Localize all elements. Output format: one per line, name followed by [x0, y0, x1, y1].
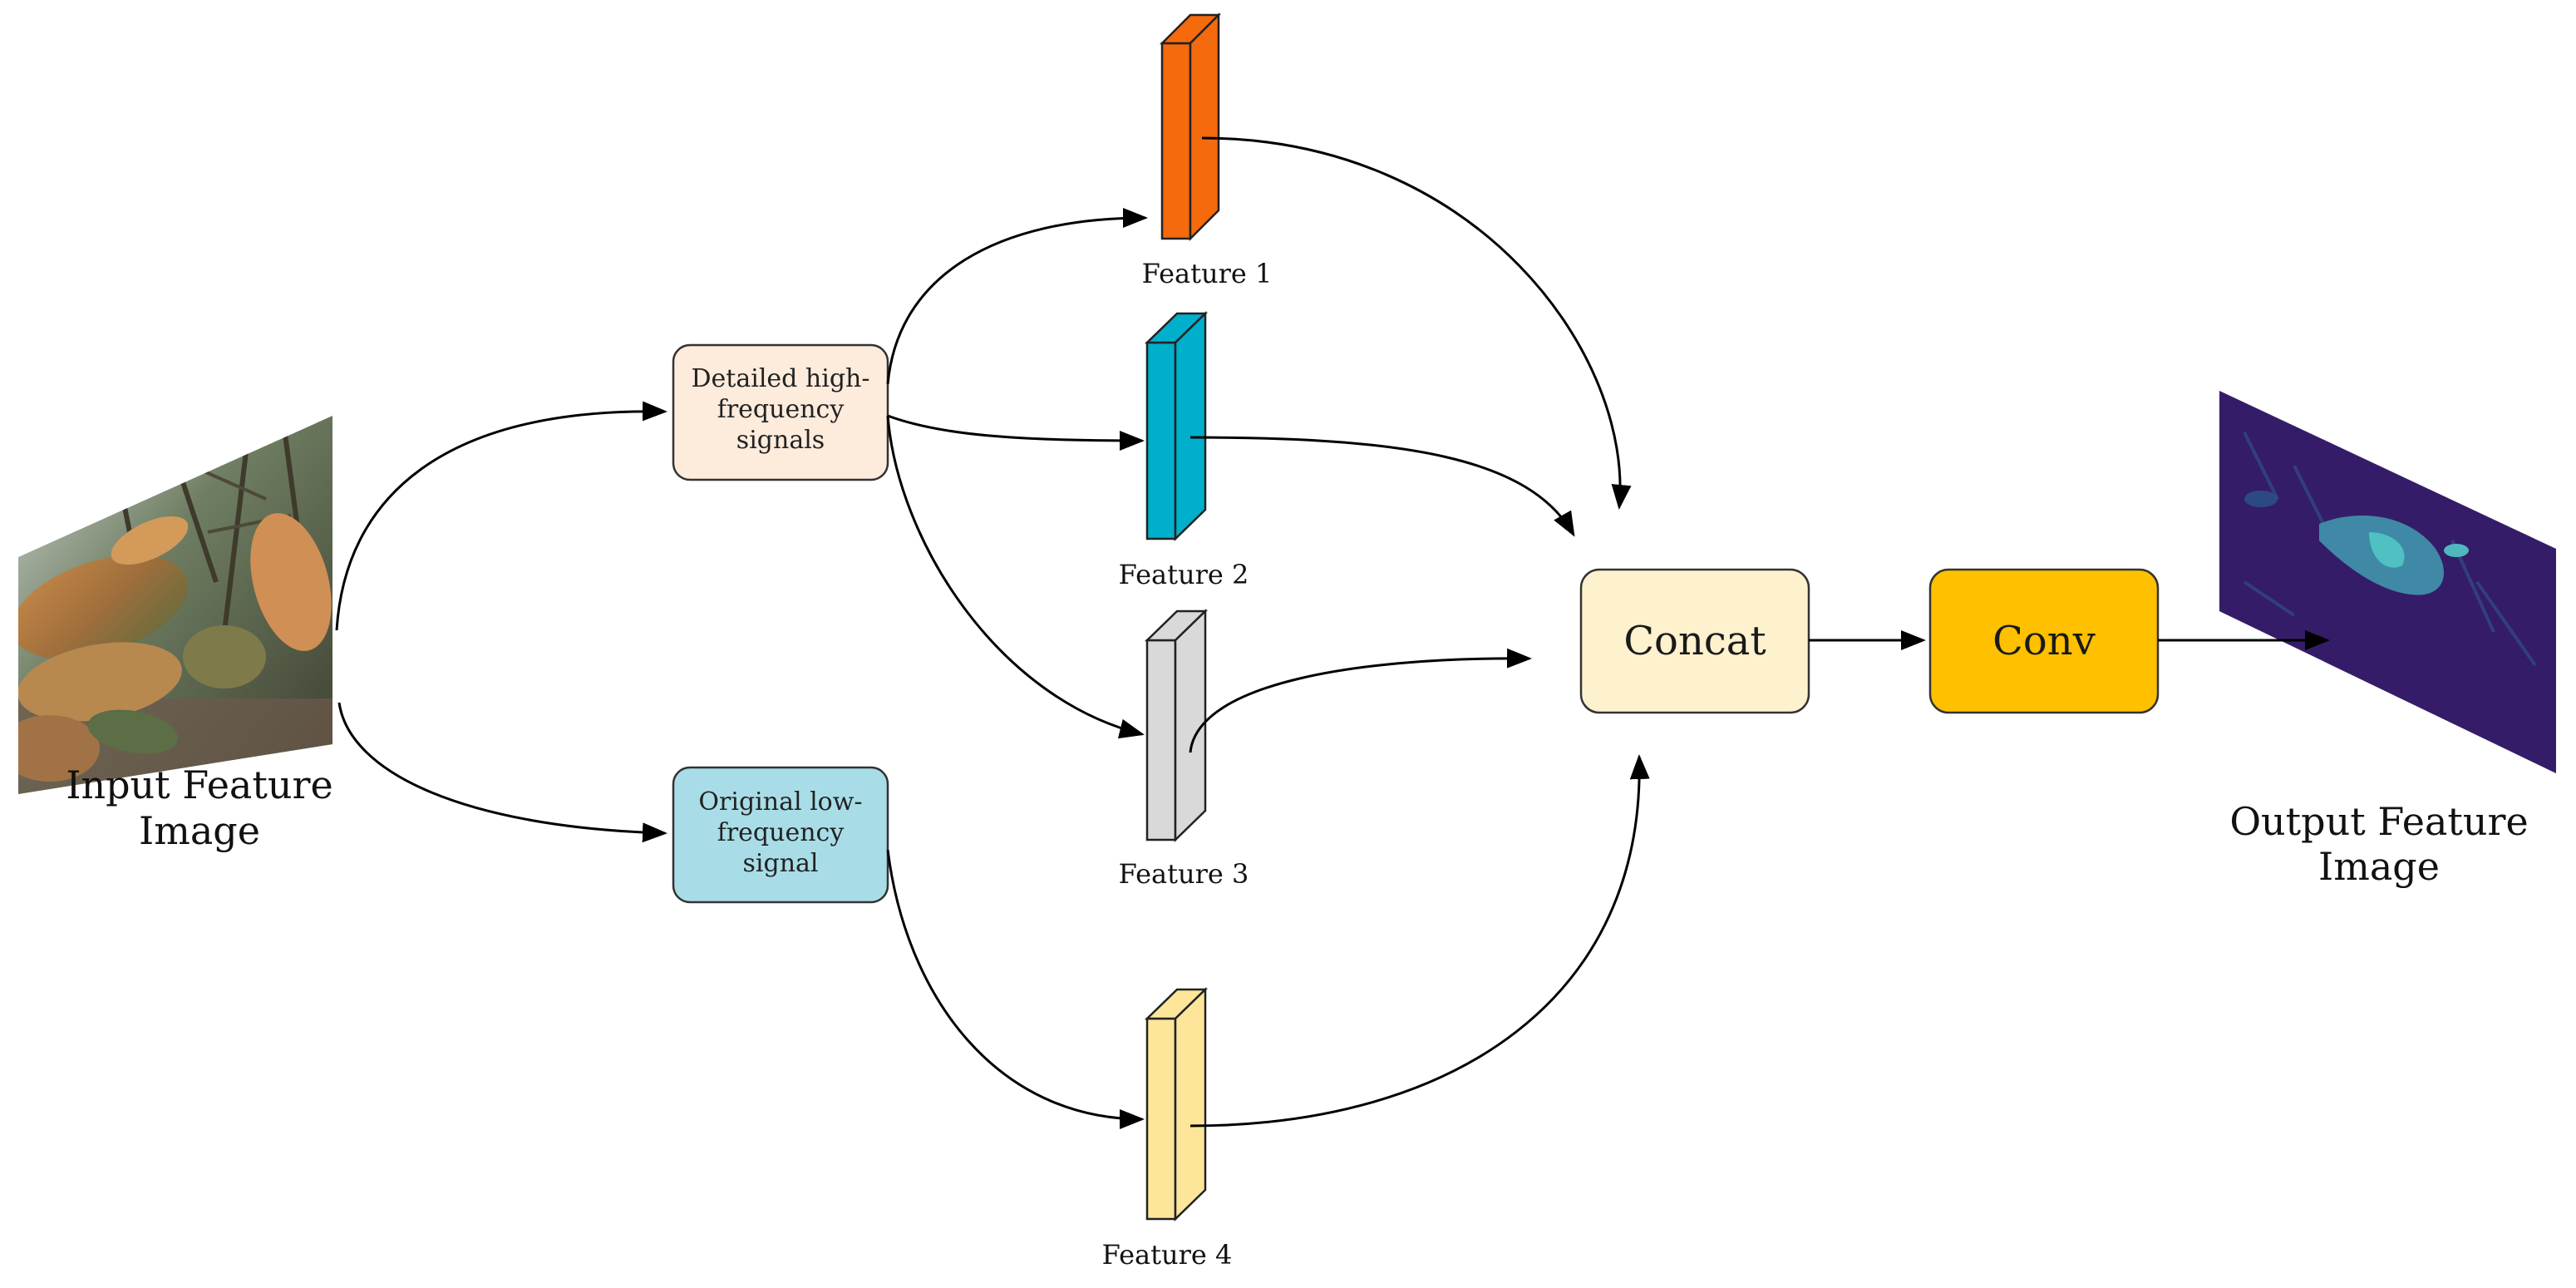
high-frequency-label-line2: frequency — [717, 395, 845, 424]
edge-input-to-high-frequency — [335, 401, 667, 631]
output-image-caption-line2: Image — [2318, 844, 2440, 889]
edge-feature-1-to-concat — [1201, 136, 1632, 510]
edge-high-frequency-to-feature-3 — [886, 415, 1145, 739]
feature-2-side — [1174, 311, 1207, 541]
edge-feature-4-to-concat — [1189, 754, 1650, 1128]
feature-2-block: Feature 2 — [1119, 311, 1249, 590]
high-frequency-box: Detailed high- frequency signals — [672, 343, 889, 481]
low-frequency-box: Original low- frequency signal — [672, 766, 889, 904]
feature-4-block: Feature 4 — [1102, 987, 1233, 1271]
input-feature-image: Input Feature Image — [18, 416, 333, 853]
conv-label: Conv — [1992, 618, 2096, 664]
edge-high-frequency-to-feature-2 — [887, 414, 1145, 451]
feature-4-label: Feature 4 — [1102, 1239, 1233, 1271]
input-image-caption-line1: Input Feature — [66, 762, 332, 807]
edge-low-frequency-to-feature-4 — [886, 849, 1145, 1129]
low-frequency-label-line1: Original low- — [698, 787, 862, 817]
concat-box: Concat — [1579, 568, 1810, 714]
output-image-caption-line1: Output Feature — [2229, 799, 2528, 844]
high-frequency-label-line3: signals — [736, 426, 825, 455]
high-frequency-box-shape — [672, 343, 889, 481]
feature-4-side — [1174, 987, 1207, 1221]
edge-high-frequency-to-feature-1 — [886, 208, 1148, 385]
feature-3-side — [1174, 609, 1207, 842]
edge-input-to-low-frequency — [337, 702, 667, 843]
feature-2-label: Feature 2 — [1119, 559, 1249, 590]
feature-1-block: Feature 1 — [1142, 12, 1273, 289]
edge-feature-2-to-concat — [1189, 436, 1575, 537]
feature-2-front — [1145, 341, 1177, 540]
input-image-caption-line2: Image — [139, 808, 260, 853]
low-frequency-label-line2: frequency — [717, 818, 845, 847]
feature-4-front — [1145, 1017, 1177, 1221]
low-frequency-box-shape — [672, 766, 889, 904]
feature-3-block: Feature 3 — [1119, 609, 1249, 890]
high-frequency-label-line1: Detailed high- — [691, 364, 869, 393]
feature-3-label: Feature 3 — [1119, 858, 1249, 890]
feature-3-front — [1145, 639, 1177, 841]
feature-1-side — [1189, 12, 1220, 242]
feature-1-label: Feature 1 — [1142, 258, 1273, 289]
feature-1-front — [1160, 42, 1192, 240]
low-frequency-label-line3: signal — [743, 849, 819, 878]
conv-box: Conv — [1928, 568, 2160, 714]
edge-feature-3-to-concat — [1189, 648, 1532, 753]
connectors — [335, 136, 2330, 1129]
concat-label: Concat — [1623, 618, 1766, 664]
